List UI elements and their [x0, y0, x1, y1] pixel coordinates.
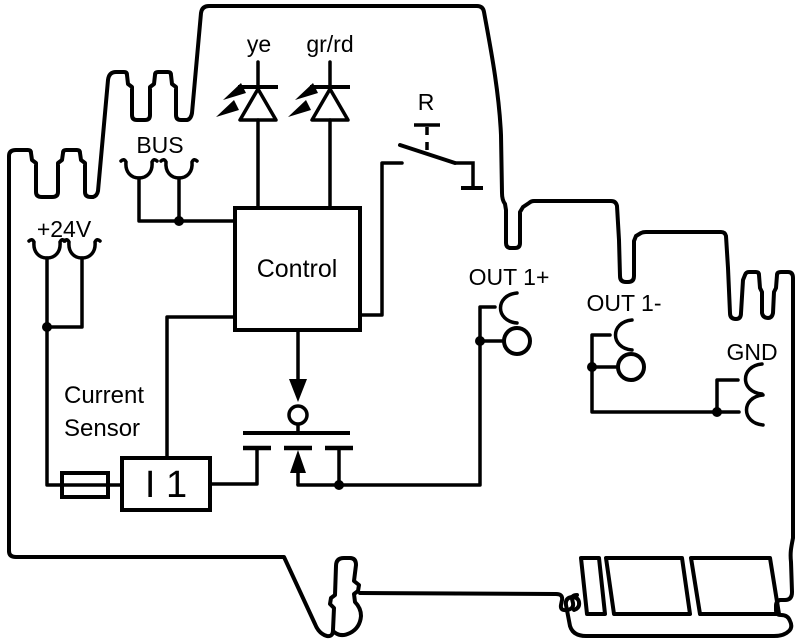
wire-control-to-reset	[358, 161, 404, 317]
supply-terminal-cup-left	[27, 237, 67, 260]
din-rail-top-line	[358, 591, 579, 613]
output-terminals	[498, 291, 765, 427]
housing-outline	[7, 4, 795, 638]
control-gate-arrow-head	[289, 379, 307, 402]
supply-label: +24V	[37, 216, 92, 242]
gnd-clamp-arc-upper	[743, 362, 764, 396]
bus-label: BUS	[136, 132, 183, 158]
wire-control-to-sensor	[165, 315, 237, 460]
din-rail-segment-2	[604, 556, 692, 616]
led-yellow	[216, 83, 278, 122]
bus-terminal-cup-right	[159, 157, 199, 180]
out1minus-label: OUT 1-	[587, 290, 662, 316]
reset-button-symbol	[398, 123, 483, 190]
junction-dot	[587, 362, 597, 372]
reset-switch-lever	[398, 143, 457, 165]
wire-sensor-to-mosfet	[208, 446, 259, 486]
gnd-clamp-arc-lower	[744, 393, 765, 427]
wire-out1minus	[590, 333, 740, 414]
wire-supply	[45, 256, 124, 487]
terminal-cups	[27, 157, 199, 260]
junction-dot	[712, 407, 722, 417]
led-yellow-light-arrow-1	[223, 83, 246, 100]
led-yellow-triangle	[238, 87, 278, 122]
junction-dot	[475, 336, 485, 346]
din-rail-segment-3	[689, 556, 781, 616]
led-greenred-triangle	[310, 87, 350, 122]
led-yellow-label: ye	[247, 31, 271, 57]
led-green-red	[288, 83, 350, 122]
out1plus-label: OUT 1+	[469, 264, 550, 290]
wire-bus	[137, 176, 237, 223]
led-yellow-light-arrow-2	[216, 100, 239, 117]
control-gate-arrow	[289, 330, 307, 402]
mosfet-gate-circle	[287, 404, 309, 426]
din-rail	[358, 556, 781, 616]
bus-terminal-cup-left	[119, 157, 159, 180]
supply-terminal-cup-right	[62, 237, 102, 260]
out1minus-socket-circle	[616, 352, 646, 382]
control-label: Control	[257, 255, 338, 283]
led-greenred-light-arrow-1	[295, 83, 318, 100]
wire-mosfet-to-out1plus	[296, 305, 497, 487]
out1minus-clamp-arc	[613, 318, 634, 352]
led-greenred-label: gr/rd	[306, 31, 353, 57]
housing-outline-bottom-left	[7, 549, 363, 639]
current-sensor-label-line1: Current	[64, 382, 144, 409]
mosfet-body-arrow-head	[290, 450, 306, 473]
mosfet-symbol	[243, 404, 353, 485]
din-rail-segment-1	[579, 556, 607, 616]
current-sensor-label-line2: Sensor	[64, 415, 140, 442]
current-sensor-block-label: I 1	[145, 464, 187, 506]
out1plus-clamp-arc	[498, 291, 519, 325]
current-sensor-box	[120, 456, 212, 512]
reset-label: R	[418, 89, 435, 115]
out1plus-socket-circle	[502, 326, 532, 356]
gnd-label: GND	[726, 339, 777, 365]
reset-switch-contact-wire	[455, 161, 475, 186]
junction-dots	[42, 216, 722, 490]
housing-foot-left-curl	[570, 595, 582, 612]
junction-dot	[174, 216, 184, 226]
junction-dot	[42, 322, 52, 332]
led-greenred-light-arrow-2	[288, 100, 311, 117]
fuse-symbol	[60, 471, 110, 499]
